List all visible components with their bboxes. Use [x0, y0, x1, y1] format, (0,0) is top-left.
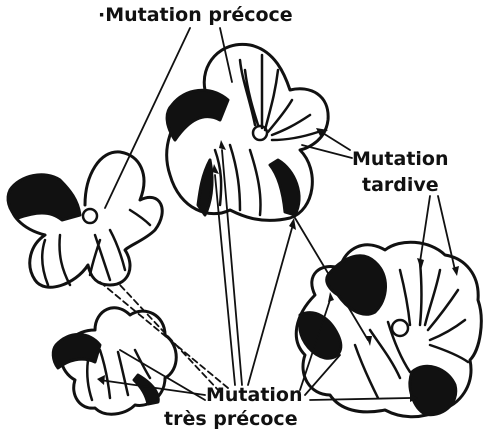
label-mutation-tardive-line1: Mutation [352, 150, 449, 169]
pointer-precoce-to-top-flower [220, 28, 232, 82]
pointer-tres-1 [215, 175, 235, 385]
arrowhead [97, 375, 105, 385]
flower-top-center [167, 44, 328, 220]
flower-top-center-outline [167, 44, 328, 220]
arrowhead [366, 336, 372, 346]
label-mutation-tres-precoce-line1: Mutation [206, 386, 303, 405]
flower-bottom-right-center [392, 320, 408, 336]
flower-bottom-left [53, 308, 176, 414]
pointer-tres-4 [100, 282, 228, 388]
pointer-tres-10 [310, 398, 410, 400]
arrowhead [219, 140, 226, 150]
flower-left-middle-outline [11, 152, 163, 287]
arrowhead [452, 266, 459, 276]
flower-bottom-right-dark-patch-bottom [410, 366, 456, 414]
flower-bottom-left-dark-patch [53, 334, 100, 368]
flower-top-center-center [253, 126, 267, 140]
pointer-tardive-to-bottom-right-1 [420, 196, 430, 262]
flower-top-center-dark-patch-right [270, 160, 299, 215]
flower-bottom-right-dark-patch-left [300, 313, 341, 359]
arrowhead [417, 258, 424, 270]
flower-top-center-dark-patch-bottom [198, 160, 212, 215]
label-mutation-tres-precoce-line2: très précoce [164, 410, 298, 429]
flower-bottom-left-dark-patch-2 [134, 375, 158, 404]
flower-left-middle-center [83, 209, 97, 223]
label-mutation-tardive-line2: tardive [362, 176, 439, 195]
arrowhead [328, 292, 334, 302]
pointer-tardive-to-bottom-right-2 [438, 196, 455, 270]
pointer-lines [100, 28, 455, 400]
label-mutation-precoce: ·Mutation précoce [98, 6, 293, 25]
flower-left-middle [8, 152, 162, 287]
flower-left-middle-dark-patch [8, 175, 80, 220]
pointer-tres-3 [248, 228, 292, 385]
flower-top-center-dark-patch-left [167, 90, 228, 140]
